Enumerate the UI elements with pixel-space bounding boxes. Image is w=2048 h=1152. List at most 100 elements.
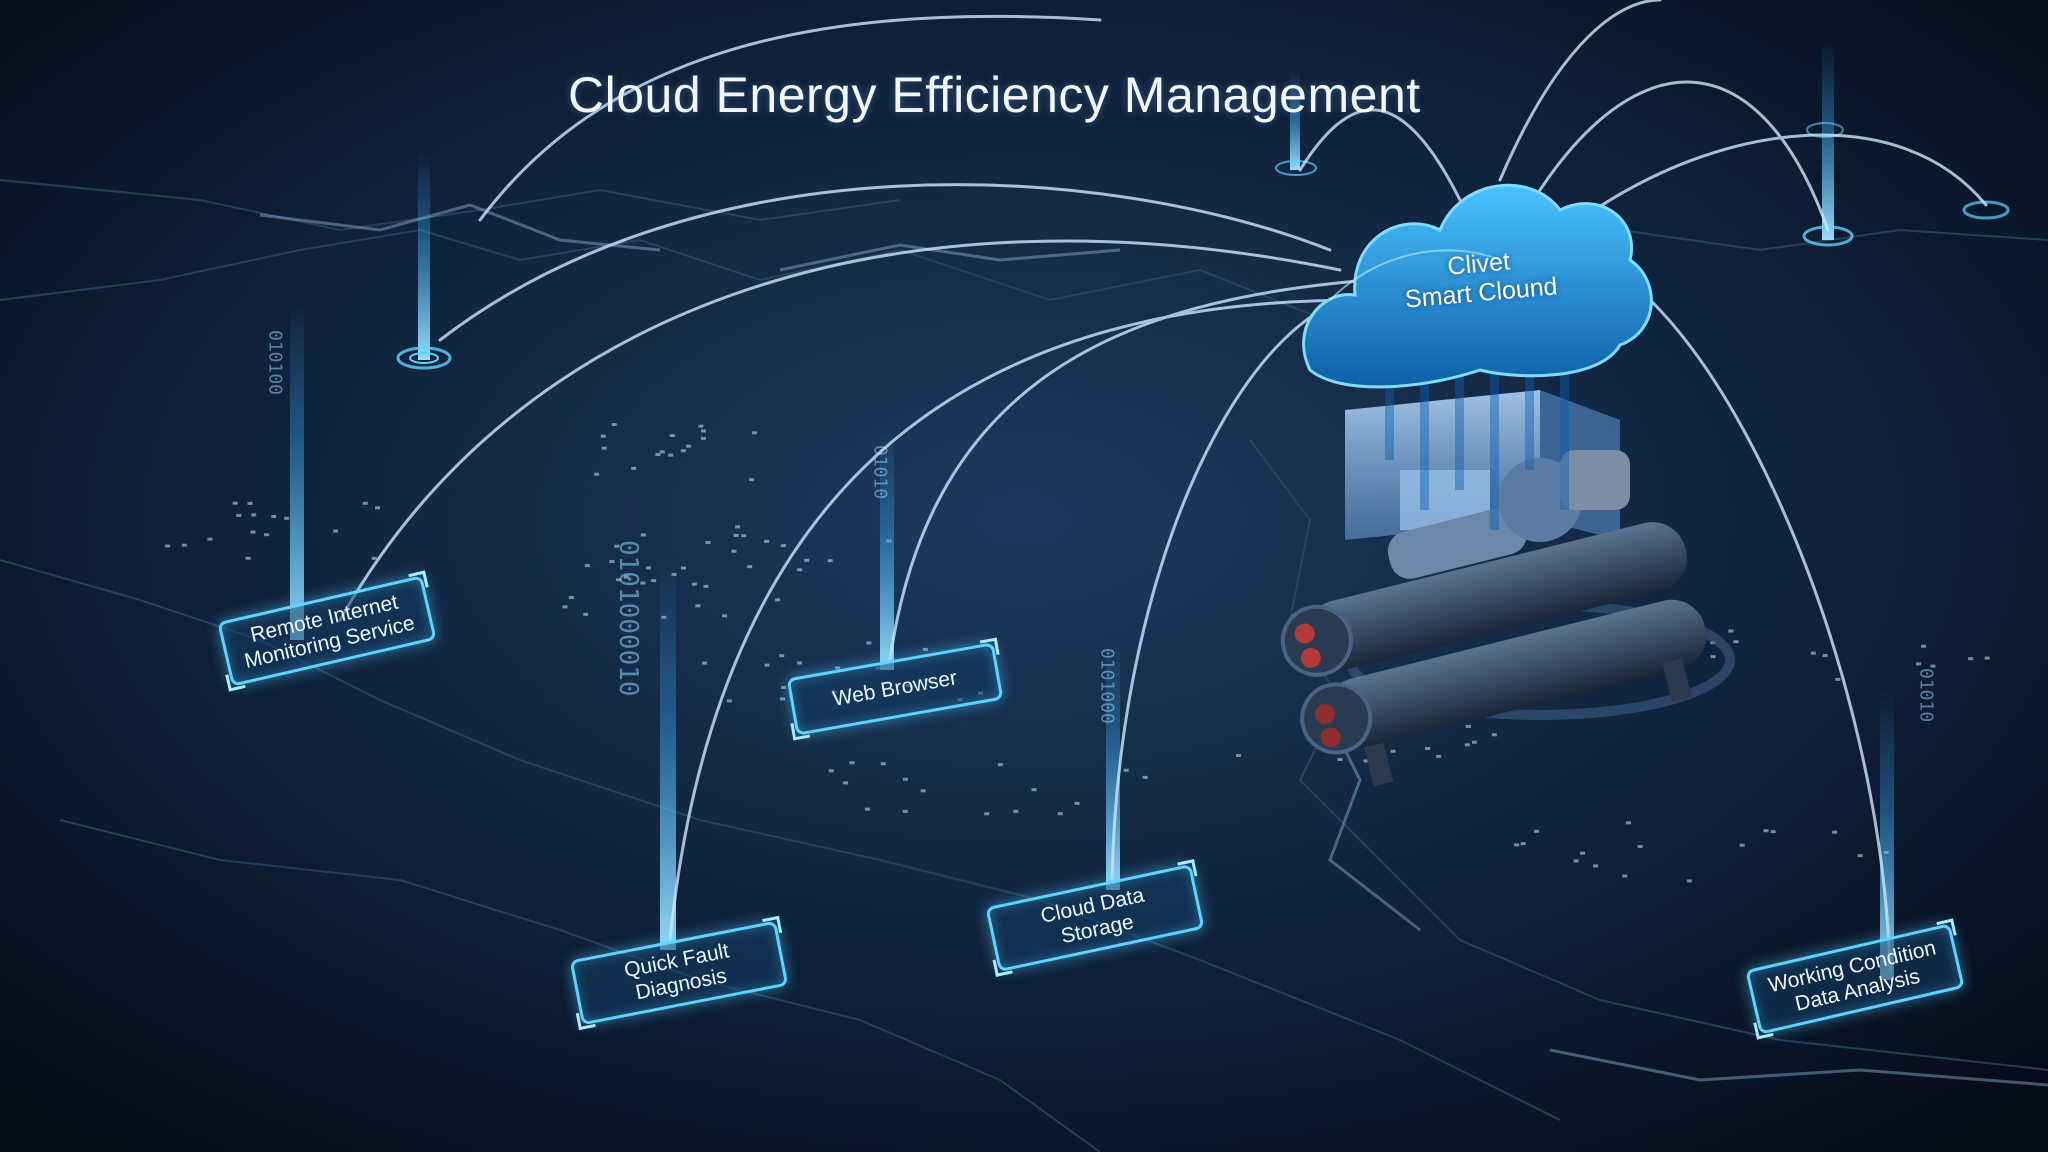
arc-upper — [438, 183, 1332, 342]
circuit-dot — [1471, 740, 1477, 744]
circuit-dot — [1074, 801, 1080, 805]
circuit-dot — [698, 424, 704, 428]
circuit-dot — [615, 578, 621, 582]
circuit-dot — [362, 501, 368, 505]
arc-top-4 — [1498, 0, 1662, 182]
arc-fault — [668, 298, 1362, 942]
arc-top-2 — [1538, 80, 1830, 232]
circuit-dot — [1857, 854, 1863, 858]
circuit-dot — [747, 565, 753, 569]
circuit-dot — [1770, 830, 1776, 834]
circuit-dot — [640, 581, 646, 585]
circuit-dot — [1733, 640, 1739, 644]
circuit-dot — [865, 807, 871, 811]
circuit-dot — [271, 515, 277, 519]
circuit-dot — [779, 654, 785, 658]
circuit-dot — [640, 533, 646, 537]
circuit-dot — [775, 598, 781, 602]
beam — [1822, 40, 1834, 240]
circuit-dot — [731, 549, 737, 553]
circuit-dot — [1832, 830, 1838, 834]
circuit-dot — [601, 446, 607, 450]
node-label-line1: Web Browser — [831, 666, 959, 711]
circuit-dot — [614, 544, 620, 548]
circuit-dot — [780, 544, 786, 548]
circuit-dot — [749, 478, 755, 482]
circuit-dot — [1363, 759, 1369, 763]
circuit-dot — [631, 466, 637, 470]
circuit-dot — [264, 533, 270, 537]
circuit-dot — [669, 434, 675, 438]
circuit-dot — [880, 762, 886, 766]
circuit-dot — [733, 533, 739, 537]
circuit-dot — [1593, 864, 1599, 868]
circuit-dot — [1810, 651, 1816, 655]
terrain-highlights — [259, 203, 2048, 1087]
circuit-dot — [700, 436, 706, 440]
circuit-dot — [1625, 821, 1631, 825]
circuit-dot — [1337, 758, 1343, 762]
circuit-dot — [333, 529, 339, 533]
beam — [1880, 690, 1894, 980]
circuit-dot — [1930, 664, 1936, 668]
arc-remote — [338, 239, 1342, 622]
circuit-dot — [1968, 657, 1974, 661]
page-title: Cloud Energy Efficiency Management — [568, 67, 1421, 123]
circuit-dot — [764, 663, 770, 667]
circuit-dot — [1436, 754, 1442, 758]
circuit-dot — [594, 472, 600, 476]
circuit-dot — [1013, 809, 1019, 813]
circuit-dot — [780, 697, 786, 701]
circuit-dot — [797, 661, 803, 665]
circuit-dot — [849, 761, 855, 765]
circuit-dot — [659, 450, 665, 454]
circuit-dot — [646, 566, 652, 570]
circuit-dot — [1465, 724, 1471, 728]
beam — [290, 300, 304, 640]
circuit-dot — [375, 506, 381, 510]
circuit-dot — [1425, 746, 1431, 750]
circuit-dot — [1514, 843, 1520, 847]
circuit-dot — [781, 685, 787, 689]
circuit-dot — [997, 763, 1003, 767]
circuit-dot — [741, 534, 747, 538]
circuit-dot — [705, 541, 711, 545]
circuit-dot — [702, 661, 708, 665]
circuit-dot — [1464, 743, 1470, 747]
circuit-dot — [804, 558, 810, 562]
light-beams — [290, 40, 1894, 980]
circuit-dot — [695, 604, 701, 608]
circuit-dot — [609, 560, 615, 564]
binary-stream-text: 01010 — [1916, 668, 1937, 722]
circuit-dot — [1728, 629, 1734, 633]
binary-stream-text: 010100 — [265, 330, 286, 395]
circuit-dot — [236, 513, 242, 517]
circuit-dot — [681, 566, 687, 570]
beam — [660, 560, 676, 950]
smart-cloud — [1302, 183, 1653, 530]
arc-top-5 — [478, 14, 1102, 222]
circuit-dot — [1580, 851, 1586, 855]
circuit-dot — [827, 559, 833, 563]
circuit-dot — [920, 789, 926, 793]
circuit-dot — [568, 596, 574, 600]
circuit-dot — [721, 614, 727, 618]
circuit-dot — [1491, 733, 1497, 737]
beam — [1106, 640, 1120, 890]
circuit-dot — [611, 423, 617, 427]
circuit-dot — [668, 453, 674, 457]
circuit-dot — [691, 582, 697, 586]
circuit-dot — [1739, 843, 1745, 847]
circuit-dot — [207, 537, 213, 541]
circuit-dot — [1835, 677, 1841, 681]
circuit-dot — [1822, 654, 1828, 658]
circuit-dot — [843, 781, 849, 785]
circuit-dot — [1637, 845, 1643, 849]
circuit-dot — [984, 812, 990, 816]
circuit-dot — [251, 513, 257, 517]
circuit-dot — [284, 516, 290, 520]
circuit-dot — [700, 429, 706, 433]
circuit-dot — [165, 544, 171, 548]
circuit-dot — [922, 647, 928, 651]
